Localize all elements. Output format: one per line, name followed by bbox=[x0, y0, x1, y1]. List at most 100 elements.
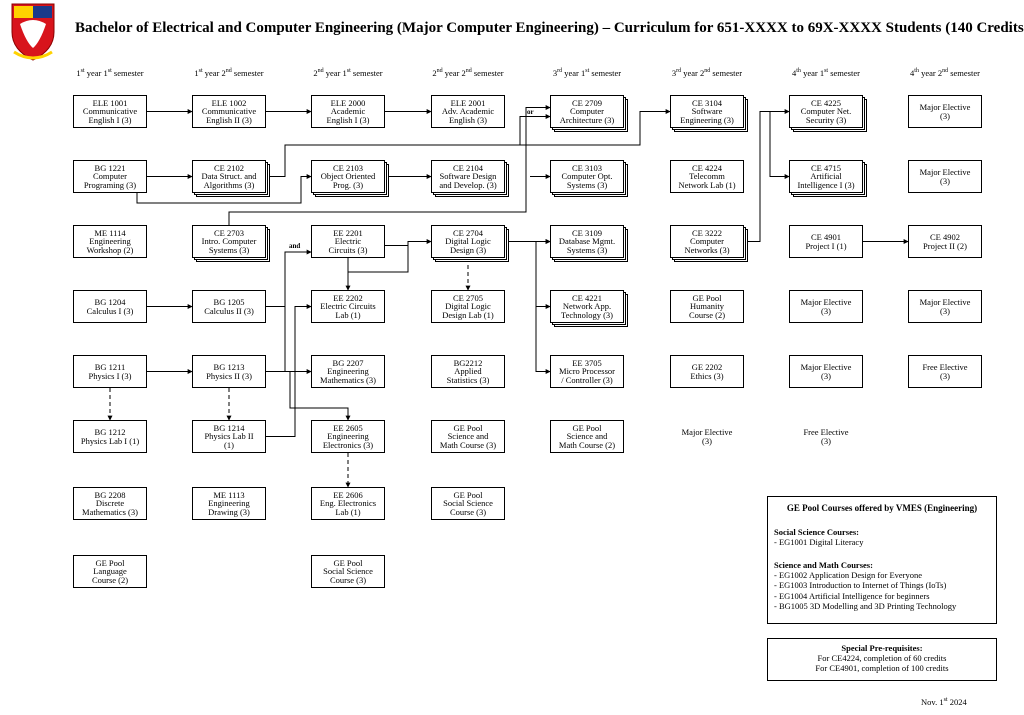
prereq-title: Special Pre-requisites: bbox=[841, 643, 923, 653]
course-line: Digital Logic bbox=[445, 301, 491, 312]
course-line: CE 2703 bbox=[214, 227, 244, 238]
course-line: Lab (1) bbox=[335, 309, 361, 320]
course-line: BG 1213 bbox=[213, 362, 245, 372]
course-line: Engineering bbox=[327, 366, 369, 377]
course-line: Telecomm bbox=[689, 171, 725, 182]
course-line: Artificial bbox=[810, 171, 842, 182]
course-line: Physics Lab I (1) bbox=[80, 435, 140, 446]
course-line: Object Oriented bbox=[320, 171, 376, 182]
course-line: (3) bbox=[702, 435, 712, 446]
semester-header: 1st year 2nd semester bbox=[194, 68, 264, 78]
course-line: Physics II (3) bbox=[206, 370, 252, 381]
course-line: CE 4901 bbox=[811, 232, 841, 242]
course-line: GE 2202 bbox=[691, 362, 723, 372]
course-line: EE 2605 bbox=[333, 422, 363, 433]
course-line: and Develop. (3) bbox=[439, 179, 497, 190]
course-line: (3) bbox=[821, 370, 831, 381]
arrow-to-CE4715 bbox=[769, 111, 790, 179]
course-line: (1) bbox=[224, 439, 234, 450]
course-line: Calculus I (3) bbox=[86, 305, 134, 316]
course-line: Engineering bbox=[89, 236, 131, 247]
course-line: Major Elective bbox=[919, 297, 971, 307]
course-line: English I (3) bbox=[88, 114, 132, 125]
course-line: CE 2103 bbox=[333, 162, 363, 173]
course-line: CE 2704 bbox=[453, 227, 483, 238]
course-line: (3) bbox=[821, 435, 831, 446]
course-line: EE 2202 bbox=[333, 292, 363, 303]
course-line: Project I (1) bbox=[805, 240, 847, 251]
course-line: Physics Lab II bbox=[204, 431, 254, 442]
course-line: BG 1205 bbox=[213, 297, 245, 307]
course-line: Networks (3) bbox=[684, 244, 730, 255]
course-line: (3) bbox=[940, 370, 950, 381]
semester-header: 4th year 2nd semester bbox=[910, 68, 980, 78]
course-line: Academic bbox=[330, 106, 366, 117]
course-line: Electronics (3) bbox=[322, 439, 374, 450]
course-line: Network Lab (1) bbox=[678, 179, 736, 190]
course-line: English I (3) bbox=[326, 114, 370, 125]
course-line: Major Elective bbox=[800, 297, 852, 307]
course-line: Programing (3) bbox=[83, 179, 137, 190]
course-line: Drawing (3) bbox=[208, 506, 250, 517]
ge-course-item: - BG1005 3D Modelling and 3D Printing Te… bbox=[774, 601, 957, 611]
course-line: (3) bbox=[821, 305, 831, 316]
course-line: Systems (3) bbox=[208, 244, 250, 255]
course-line: ELE 1002 bbox=[211, 97, 247, 108]
semester-header: 3rd year 2nd semester bbox=[671, 68, 743, 78]
course-line: Discrete bbox=[95, 498, 125, 509]
course-line: English II (3) bbox=[206, 114, 252, 125]
prereq-line: For CE4224, completion of 60 credits bbox=[817, 653, 947, 663]
course-line: Major Elective bbox=[800, 362, 852, 372]
course-line: Design (3) bbox=[449, 244, 487, 255]
course-line: Engineering bbox=[327, 431, 369, 442]
course-box-me36: Major Elective(3) bbox=[670, 420, 744, 453]
course-line: Major Elective bbox=[919, 167, 971, 177]
course-line: Algorithms (3) bbox=[203, 179, 255, 190]
arrow-CE2704-EE3705 bbox=[505, 241, 551, 374]
course-line: ELE 2000 bbox=[330, 97, 366, 108]
arrow-CE3222-CE4225 bbox=[744, 109, 790, 242]
course-line: CE 4221 bbox=[572, 292, 602, 303]
course-line: EE 2606 bbox=[333, 489, 363, 500]
course-line: Major Elective bbox=[681, 427, 733, 437]
course-line: CE 3104 bbox=[692, 97, 722, 108]
university-logo bbox=[6, 2, 60, 64]
course-line: GE Pool bbox=[453, 422, 483, 433]
course-line: Circuits (3) bbox=[328, 244, 368, 255]
course-line: GE Pool bbox=[572, 422, 602, 433]
course-line: Electric bbox=[334, 236, 362, 247]
course-box-fe72: Free Elective(3) bbox=[908, 355, 982, 388]
course-line: ELE 2001 bbox=[450, 97, 486, 108]
course-line: Social Science bbox=[443, 498, 493, 509]
course-line: Intelligence I (3) bbox=[797, 179, 855, 190]
line-EE2201-EE2605 bbox=[348, 245, 409, 273]
course-line: Statistics (3) bbox=[446, 374, 490, 385]
arrow-BG1213-EE2605 bbox=[289, 371, 351, 421]
arrow-EE2201-CE2704 bbox=[385, 239, 432, 246]
course-line: Network App. bbox=[562, 301, 612, 312]
course-line: Digital Logic bbox=[445, 236, 491, 247]
course-line: (3) bbox=[940, 175, 950, 186]
course-line: Science and bbox=[447, 431, 489, 442]
course-line: GE Pool bbox=[453, 489, 483, 500]
course-line: BG 2208 bbox=[94, 489, 126, 500]
course-line: Course (2) bbox=[688, 309, 726, 320]
